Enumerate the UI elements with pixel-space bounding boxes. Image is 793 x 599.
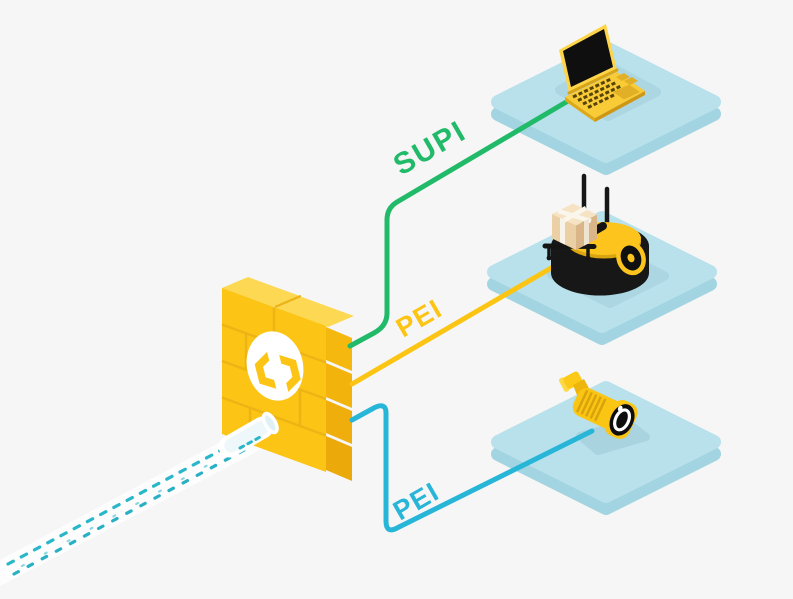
wall-side-brick [326,363,352,408]
tube-mouth [261,411,279,435]
link-line-pei-robot [349,261,561,387]
link-line-supi [347,95,576,349]
laptop-key-block [616,73,630,81]
camera-lens-ring [613,408,632,432]
shelf-legs [547,247,590,258]
funnel-tube-icon [218,411,279,458]
laptop-keyboard [572,77,623,109]
box-strap [561,206,588,223]
box-strap [584,218,589,246]
wall-side-brick [326,436,352,481]
laptop-right-edge [595,91,645,122]
wall-top-face [222,277,300,307]
wall-side-brick [326,400,352,444]
wall-side-brick [326,327,352,371]
data-stream-icon [0,426,264,586]
stream-band [0,426,264,586]
delivery-robot-icon [542,173,649,296]
link-line-pei-camera [349,403,595,533]
shield-logo-icon [254,351,301,392]
laptop-front-edge [565,97,595,122]
platform-tile-camera [491,381,721,515]
laptop-key-block [624,77,638,85]
laptop-base [565,72,645,118]
camera-lens-highlight [617,405,623,412]
tube-inner [224,420,270,453]
package-box-icon [542,203,607,261]
stream-dots-upper [6,438,242,566]
shelf-wheel [546,255,552,261]
camera-body [572,388,638,439]
laptop-touchpad [613,84,640,100]
robot-wheel [616,240,646,276]
stream-dots-lower [12,446,250,576]
tube-dots [238,434,264,450]
camera-ribs [575,389,607,422]
shelf-wheel [585,255,591,261]
box-strap [560,217,565,245]
security-camera-icon [558,371,638,439]
wall-top-face [276,297,354,327]
laptop-screen [563,29,613,87]
laptop-icon [559,24,645,122]
laptop-hinge [567,68,619,95]
